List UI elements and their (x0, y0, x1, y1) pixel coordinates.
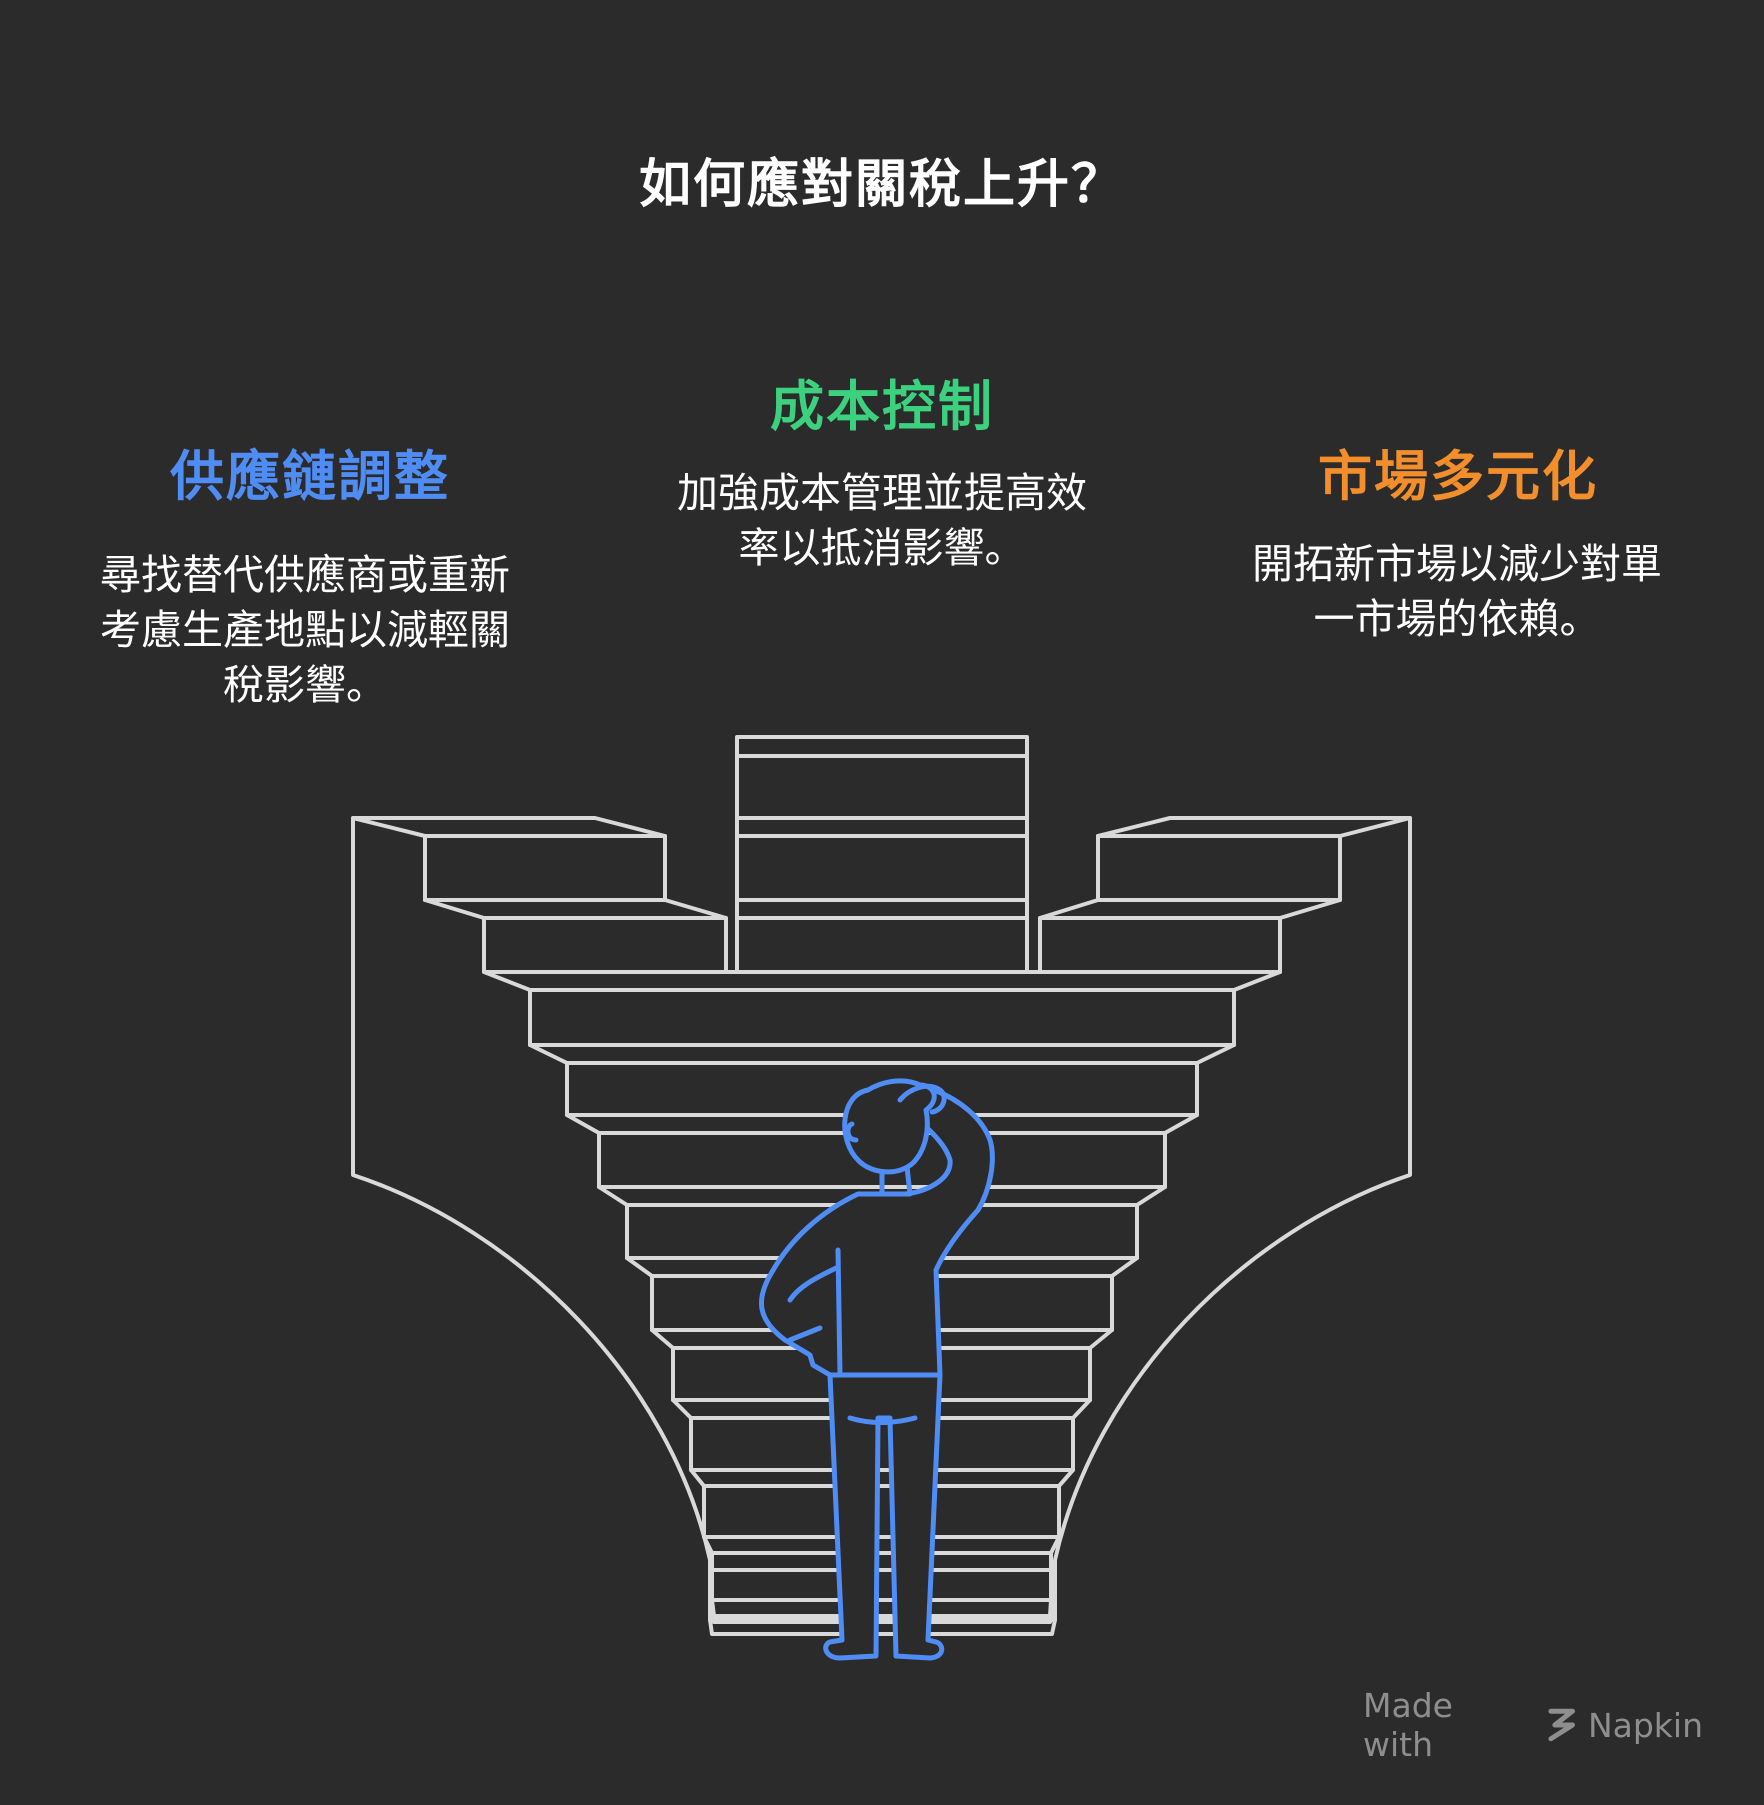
left-step-2 (482, 916, 728, 974)
strategy-heading-supply-chain: 供應鏈調整 (170, 445, 450, 508)
right-top-cap (1096, 816, 1412, 838)
person-legs (823, 1372, 945, 1661)
right-step-1 (1096, 834, 1342, 902)
person-figure (758, 1078, 995, 1661)
made-with-label: Made with (1363, 1686, 1453, 1764)
napkin-logo-icon (1547, 1708, 1575, 1742)
desc-line: 稅影響。 (223, 661, 387, 709)
strategy-heading-cost-control: 成本控制 (770, 375, 994, 438)
strategy-desc-market-diversification: 開拓新市場以減少對單 一市場的依賴。 (1225, 537, 1689, 647)
desc-line: 率以抵消影響。 (738, 524, 1026, 572)
center-tower (735, 735, 1029, 974)
left-wall (351, 816, 712, 1622)
strategy-desc-supply-chain: 尋找替代供應商或重新 考慮生產地點以減輕關 稅影響。 (70, 548, 540, 713)
diagram-title: 如何應對關稅上升？ (638, 155, 1125, 215)
person-head (842, 1078, 937, 1175)
right-step-2 (1038, 916, 1282, 974)
left-step-1 (423, 834, 667, 902)
funnel-bottom (710, 1568, 1054, 1622)
person-torso (758, 1087, 995, 1378)
left-top-cap (351, 816, 667, 838)
funnel-step-7 (689, 1416, 1075, 1472)
napkin-brand-label: Napkin (1587, 1705, 1703, 1745)
desc-line: 開拓新市場以減少對單 (1252, 540, 1662, 588)
staircase (351, 735, 1412, 1636)
desc-line: 一市場的依賴。 (1313, 595, 1601, 643)
funnel-step-9 (710, 1551, 1053, 1602)
desc-line: 考慮生產地點以減輕關 (100, 606, 510, 654)
desc-line: 加強成本管理並提高效 (677, 469, 1087, 517)
desc-line: 尋找替代供應商或重新 (100, 551, 510, 599)
strategy-desc-cost-control: 加強成本管理並提高效 率以抵消影響。 (650, 466, 1114, 576)
funnel-step-1 (528, 988, 1236, 1047)
made-with-napkin-credit: Made with Napkin (1363, 1686, 1703, 1764)
funnel-step-8 (702, 1484, 1061, 1539)
strategy-heading-market-diversification: 市場多元化 (1318, 445, 1598, 508)
right-wall (1053, 816, 1412, 1622)
